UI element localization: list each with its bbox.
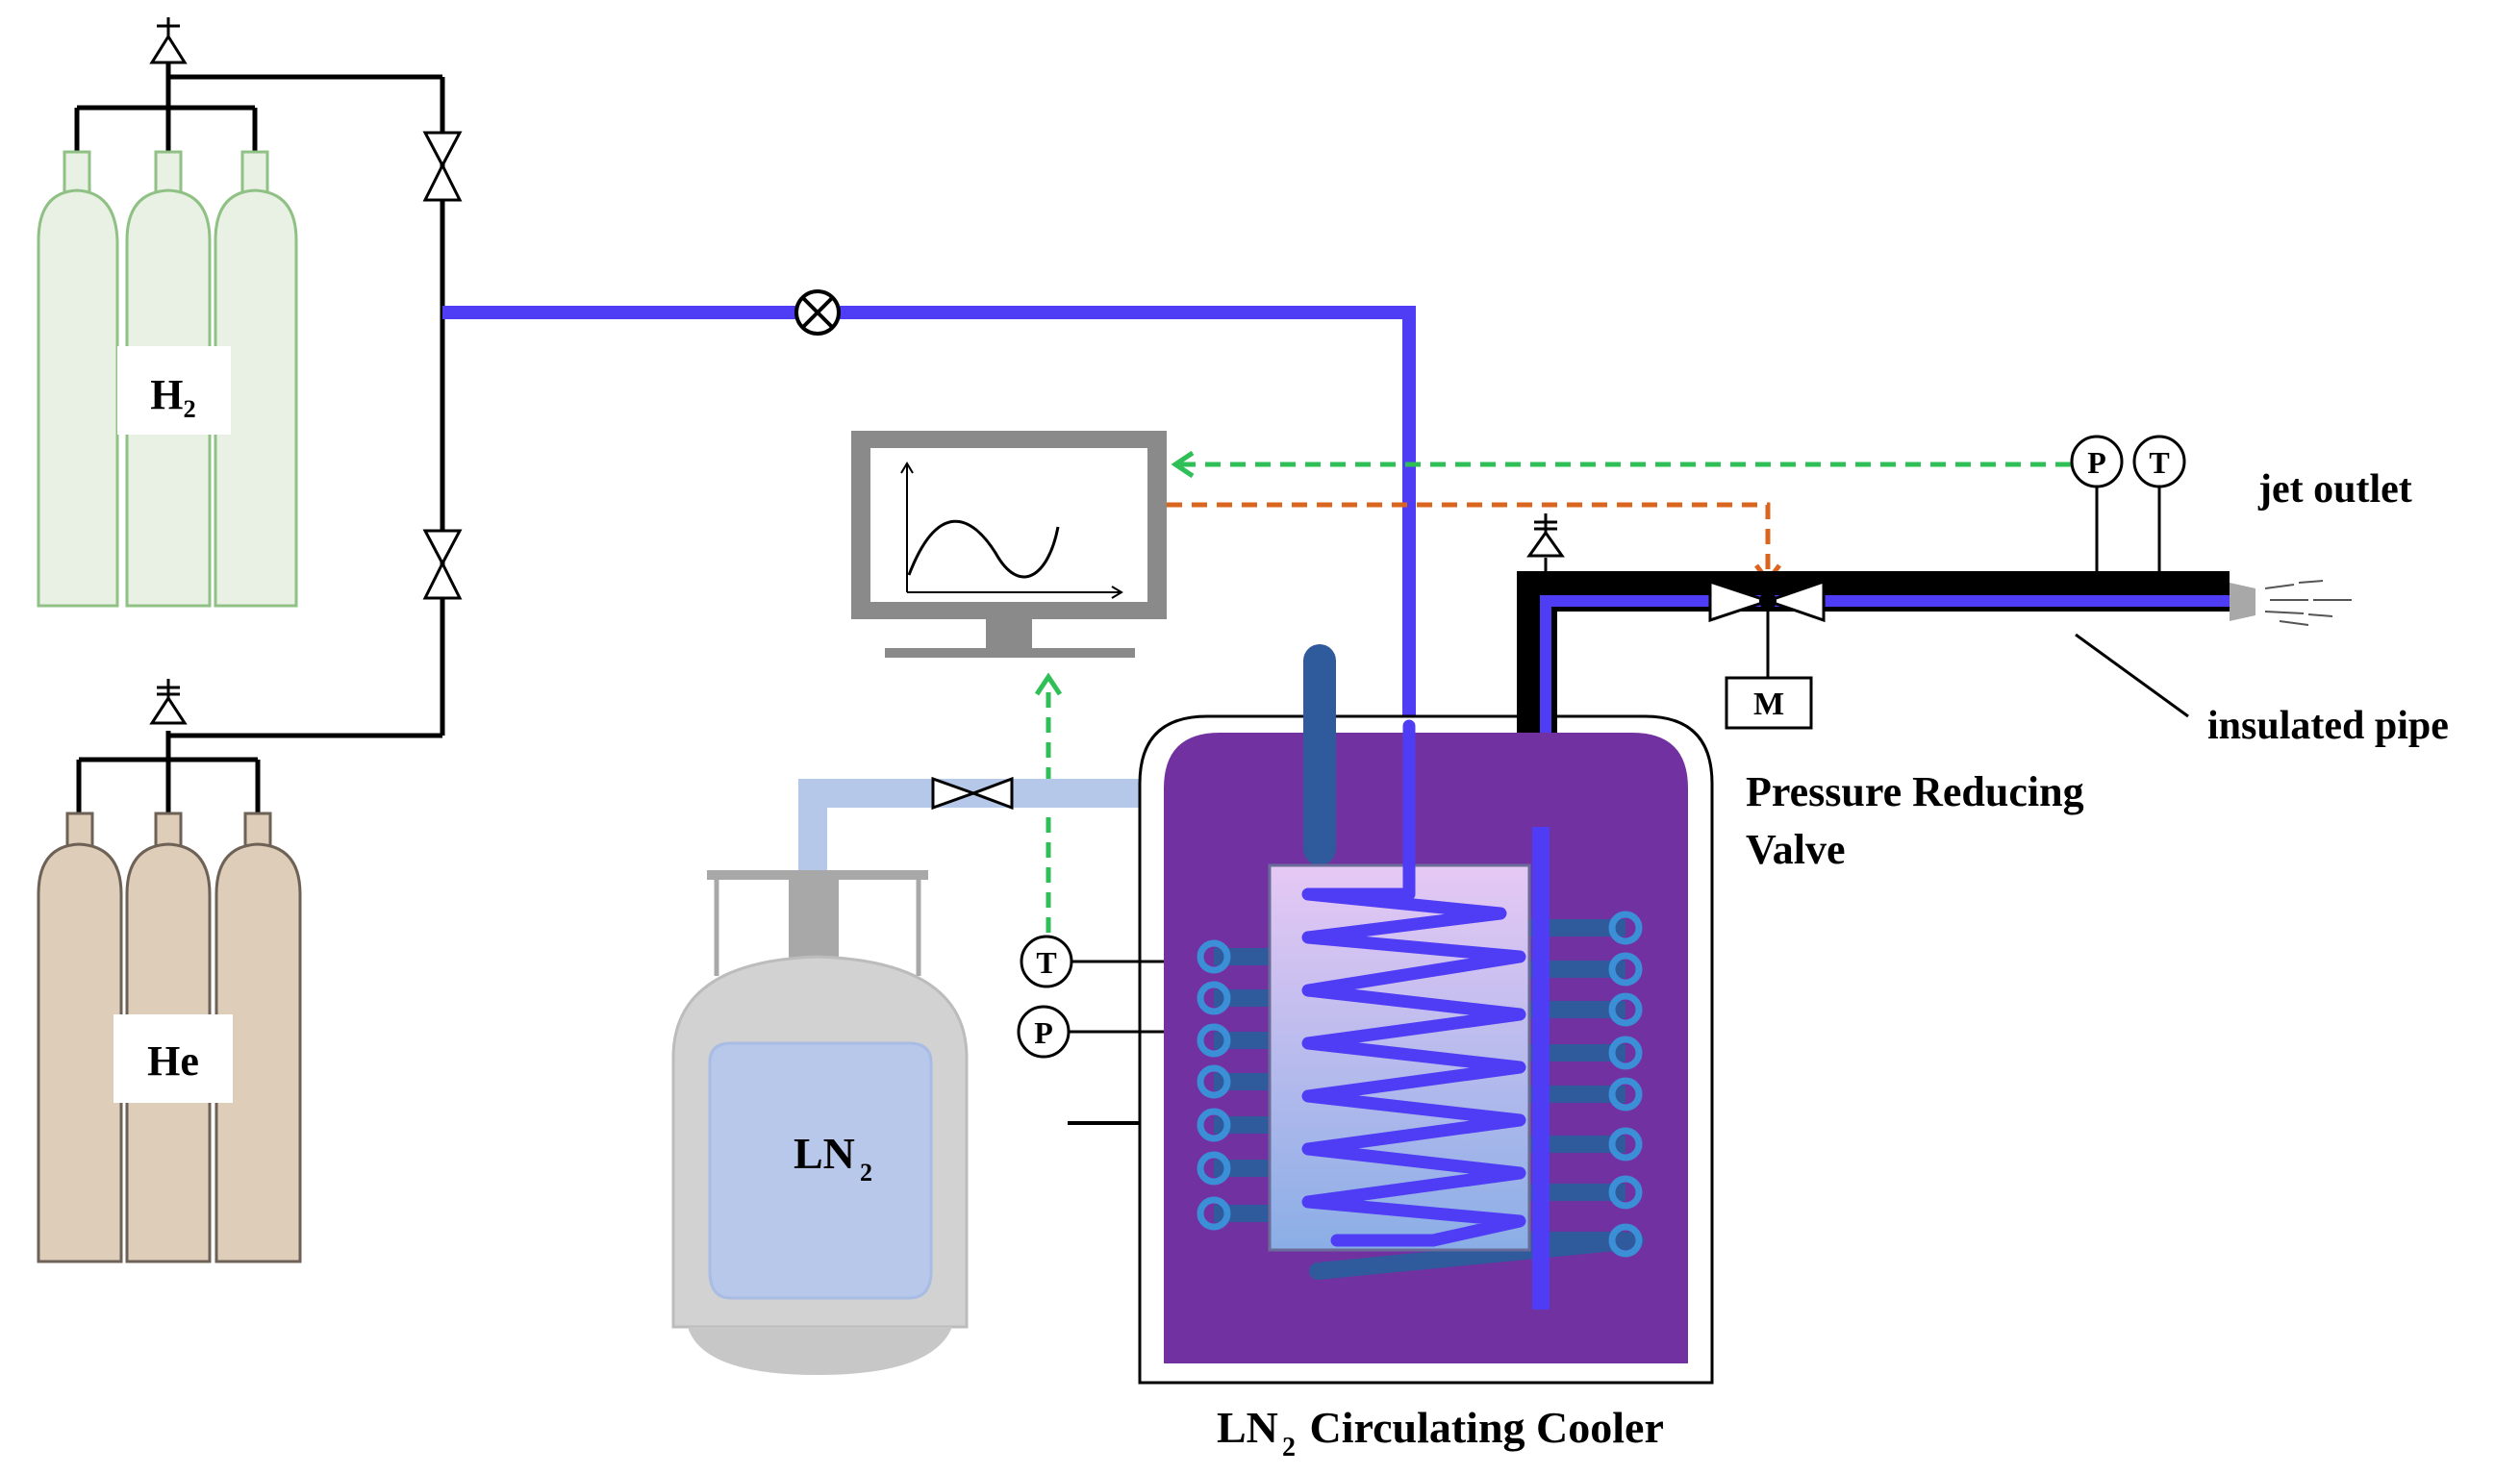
outlet-temperature-gauge-label: T xyxy=(2149,445,2169,480)
cooler-return-rod xyxy=(1532,827,1550,1310)
monitor-computer[interactable] xyxy=(851,431,1167,658)
cooler-pressure-gauge-label: P xyxy=(1034,1015,1053,1050)
he-label: He xyxy=(147,1037,199,1085)
ln2-circulating-cooler xyxy=(1068,644,1714,1385)
chart-graph-icon xyxy=(900,462,1123,599)
he-shutoff-valve-icon[interactable] xyxy=(422,529,463,600)
cooler-caption: LN 2 Circulating Cooler xyxy=(1217,1403,1664,1462)
cooler-temperature-gauge[interactable]: T xyxy=(1020,935,1164,988)
h2-manifold xyxy=(74,38,442,154)
outlet-vent-valve-icon[interactable] xyxy=(1526,513,1565,571)
gas-cooling-coil xyxy=(1301,719,1526,1247)
h2-label: H₂ xyxy=(150,371,195,418)
cooler-temperature-gauge-label: T xyxy=(1036,945,1056,980)
jet-spray-icon xyxy=(2264,580,2352,626)
control-signal-to-valve xyxy=(1167,502,1781,586)
pressure-reducing-valve[interactable]: M xyxy=(1708,579,1826,730)
cooler-caption-subscript: 2 xyxy=(1282,1433,1296,1462)
monitor-screen xyxy=(870,448,1147,602)
h2-cylinder-3 xyxy=(214,150,298,608)
cooler-caption-rest: Circulating Cooler xyxy=(1298,1403,1664,1452)
pressure-reducing-valve-label-line1: Pressure Reducing xyxy=(1746,768,2084,815)
outlet-pressure-gauge[interactable]: P xyxy=(2070,435,2124,574)
he-cylinder-3 xyxy=(214,812,302,1263)
gas-feed-line xyxy=(442,306,1416,726)
h2-label-box xyxy=(117,346,231,435)
cooler-dip-tube xyxy=(1303,644,1336,865)
ln2-dewar: LN 2 xyxy=(671,779,1193,1375)
insulated-pipe xyxy=(1517,571,2230,733)
outlet-pressure-gauge-label: P xyxy=(2087,445,2106,480)
insulated-pipe-label: insulated pipe xyxy=(2207,704,2449,748)
valve-motor-label: M xyxy=(1753,687,1784,722)
cooler-coil-left xyxy=(1197,939,1274,1231)
ln2-dewar-label: LN xyxy=(794,1129,855,1178)
he-vent-valve-icon[interactable] xyxy=(149,679,188,725)
jet-nozzle xyxy=(2230,580,2352,626)
h2-shutoff-valve-icon[interactable] xyxy=(422,131,463,202)
h2-cylinder-bank: H₂ xyxy=(37,17,442,608)
h2-vent-valve-icon[interactable] xyxy=(149,17,188,64)
valve-motor-box xyxy=(1725,676,1813,730)
ln2-dewar-label-subscript: 2 xyxy=(860,1159,872,1187)
outlet-temperature-gauge[interactable]: T xyxy=(2132,435,2186,574)
he-cylinder-1 xyxy=(37,812,123,1263)
ln2-supply-valve-icon[interactable] xyxy=(931,776,1014,811)
flow-meter-icon[interactable] xyxy=(794,289,841,336)
he-label-box xyxy=(113,1014,233,1103)
monitor-base xyxy=(885,648,1135,658)
pressure-reducing-valve-label-line2: Valve xyxy=(1746,826,1846,873)
cooler-caption-main: LN xyxy=(1217,1403,1278,1452)
cooler-pressure-gauge[interactable]: P xyxy=(1017,1005,1164,1059)
jet-outlet-label: jet outlet xyxy=(2257,467,2412,512)
monitor-neck xyxy=(986,619,1032,648)
h2-cylinder-1 xyxy=(37,150,119,608)
he-manifold xyxy=(76,731,261,815)
he-cylinder-bank: He xyxy=(37,679,302,1263)
signal-to-monitor-from-outlet xyxy=(1171,450,2071,479)
